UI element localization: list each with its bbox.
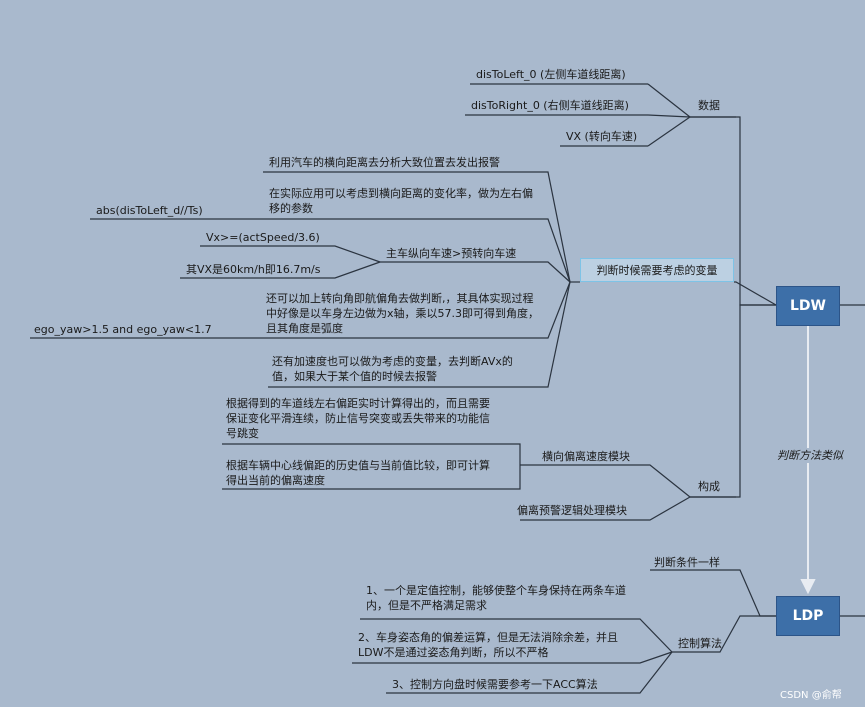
struct-lateral-speed-module: 横向偏离速度模块 — [542, 450, 630, 463]
data-item: disToLeft_0 (左侧车道线距离) — [476, 68, 626, 81]
struct-calc-note2: 根据车辆中心线偏距的历史值与当前值比较，即可计算得出当前的偏离速度 — [226, 459, 490, 487]
var-lateral-distance: 利用汽车的横向距离去分析大致位置去发出报警 — [269, 156, 500, 169]
var-yaw-note: 还可以加上转向角即航偏角去做判断,，其具体实现过程中好像是以车身左边做为x轴，乘… — [266, 292, 540, 335]
branch-variables: 判断时候需要考虑的变量 — [580, 258, 734, 282]
control-item-2: 2、车身姿态角的偏差运算，但是无法消除余差，并且LDW不是通过姿态角判断，所以不… — [358, 631, 618, 659]
struct-calc-note1: 根据得到的车道线左右偏距实时计算得出的，而且需要保证变化平滑连续，防止信号突变或… — [226, 397, 490, 440]
var-rate-change: 在实际应用可以考虑到横向距离的变化率，做为左右偏移的参数 — [269, 187, 533, 215]
struct-warning-module: 偏离预警逻辑处理模块 — [517, 504, 627, 517]
data-item: disToRight_0 (右侧车道线距离) — [471, 99, 629, 112]
var-vx-formula: Vx>=(actSpeed/3.6) — [206, 231, 320, 244]
var-accel-note: 还有加速度也可以做为考虑的变量，去判断AVx的值，如果大于某个值的时候去报警 — [272, 355, 513, 383]
branch-structure: 构成 — [698, 480, 720, 493]
ldp-node: LDP — [776, 596, 840, 636]
var-speed-node: 主车纵向车速>预转向车速 — [386, 247, 517, 260]
control-item-1: 1、一个是定值控制，能够使整个车身保持在两条车道内，但是不严格满足需求 — [366, 584, 626, 612]
control-item-3: 3、控制方向盘时候需要参考一下ACC算法 — [392, 678, 598, 691]
watermark: CSDN @俞帮 — [780, 690, 842, 701]
arrow-label: 判断方法类似 — [777, 448, 843, 463]
var-abs-formula: abs(disToLeft_d//Ts) — [96, 204, 203, 217]
var-yaw-formula: ego_yaw>1.5 and ego_yaw<1.7 — [34, 323, 212, 336]
var-vx-note: 其VX是60km/h即16.7m/s — [186, 263, 321, 276]
data-item: VX (转向车速) — [566, 130, 638, 143]
branch-data: 数据 — [698, 99, 720, 112]
branch-same-condition: 判断条件一样 — [654, 556, 720, 569]
branch-control-algo: 控制算法 — [678, 637, 722, 650]
ldw-node: LDW — [776, 286, 840, 326]
